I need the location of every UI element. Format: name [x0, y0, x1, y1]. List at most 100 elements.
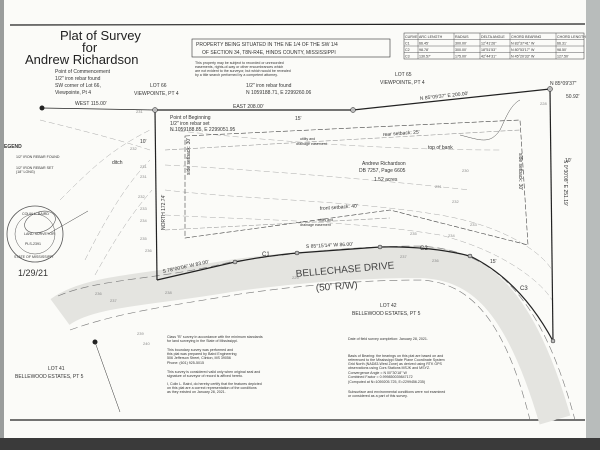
curve-table-cell: C2	[405, 48, 410, 52]
ditch-label: ditch	[112, 160, 123, 166]
road-edge-south	[69, 279, 531, 421]
rebar-found-icon	[547, 86, 553, 92]
contour-label: 236	[145, 248, 152, 253]
contour-label: 234	[140, 218, 147, 223]
east-bearing: EAST 208.00'	[233, 104, 264, 110]
curve-c3-label: C3	[520, 286, 528, 292]
monuments	[39, 86, 556, 413]
rear-setback-label: rear setback: 25'	[383, 129, 420, 138]
side-setback-east-label: side setback: 30'	[517, 153, 523, 190]
svg-text:BELLEWOOD ESTATES, PT 5: BELLEWOOD ESTATES, PT 5	[15, 374, 84, 380]
curve-table-cell: C1	[405, 42, 410, 46]
contour-lines	[39, 119, 553, 301]
svg-text:N 1059188.71, E 2299260.06: N 1059188.71, E 2299260.06	[246, 90, 312, 96]
curve-table-header: CHORD BEARING	[511, 35, 542, 39]
note-line: this plat was prepared by Baird Engineer…	[167, 352, 237, 356]
contour-label: 239	[137, 331, 144, 336]
svg-text:1/2" iron rebar set: 1/2" iron rebar set	[170, 121, 210, 127]
contour-label: 236	[432, 258, 439, 263]
rebar-set-icon	[152, 107, 158, 113]
svg-text:LOT 42: LOT 42	[380, 303, 397, 309]
curve-table-cell: 12°41'26"	[481, 42, 497, 46]
dim-10-west: 10'	[140, 139, 147, 145]
contour-label: 229	[292, 275, 299, 280]
svg-text:1/2" IRON REBAR FOUND: 1/2" IRON REBAR FOUND	[16, 155, 60, 159]
contour-label: 231	[435, 184, 442, 189]
svg-text:by a title search performed by: by a title search performed by a compete…	[195, 73, 278, 77]
dim-10-east: 10'	[565, 158, 572, 164]
curve-table-cell: 300.00'	[455, 42, 467, 46]
svg-text:VIEWPOINTE, PT 4: VIEWPOINTE, PT 4	[134, 91, 179, 97]
situation-line2: OF SECTION 34, T8N-R4E, HINDS COUNTY, MI…	[202, 50, 336, 56]
contour-label: 231	[136, 109, 143, 114]
commencement-label: Point of Commencement 1/2" iron rebar fo…	[55, 69, 111, 96]
note-line: as they existed on January 28, 2021.	[167, 390, 226, 394]
south-bearing-2: S 85°15'14" W 86.00'	[306, 242, 353, 250]
right-edge	[586, 0, 600, 450]
notes-left: Class "B" survey in accordance with the …	[167, 335, 263, 394]
contour-label: 230	[462, 168, 469, 173]
road-surface	[50, 245, 571, 425]
rebar-found-icon	[350, 107, 356, 113]
property-boundary	[41, 88, 554, 342]
situation-box	[191, 38, 391, 58]
situation-line1: PROPERTY BEING SITUATED IN THE NE 1/4 OF…	[196, 42, 338, 48]
legend: EGEND 1/2" IRON REBAR FOUND 1/2" IRON RE…	[4, 144, 60, 174]
top-of-bank-label: top of bank	[428, 145, 453, 151]
svg-text:Andrew Richardson: Andrew Richardson	[362, 161, 406, 167]
dim-15: 15'	[295, 116, 302, 122]
paper-sheet	[4, 0, 586, 440]
seal-state: STATE OF MISSISSIPPI	[14, 255, 53, 259]
note-line: Class "B" survey in accordance with the …	[167, 335, 263, 339]
svg-text:EGEND: EGEND	[4, 144, 22, 150]
seal-number: PLS-2391	[25, 242, 41, 246]
contour-label: 233	[470, 222, 477, 227]
curve-table-cell: N 80°53'17" W	[511, 48, 535, 52]
curve-table-cell: 300.00'	[455, 48, 467, 52]
svg-text:1/2" iron rebar found: 1/2" iron rebar found	[55, 76, 101, 82]
svg-text:(18" LONG): (18" LONG)	[16, 170, 35, 174]
note-line: (Computed at N=1059205.725, E=2299456.23…	[348, 380, 425, 384]
note-line: observations using Cors Stations MSJK an…	[348, 366, 430, 370]
utility-easement-south: utility and drainage easement	[300, 218, 333, 227]
rebar-set-icon	[467, 253, 473, 259]
svg-text:Point of Beginning: Point of Beginning	[170, 115, 211, 121]
curve-table-cell: 130.57'	[419, 55, 431, 59]
svg-text:utility and: utility and	[300, 137, 315, 141]
svg-text:VIEWPOINTE, PT 4: VIEWPOINTE, PT 4	[380, 80, 425, 86]
lot-42-label: LOT 42 BELLEWOOD ESTATES, PT 5	[352, 303, 421, 317]
svg-text:1/2" iron rebar found: 1/2" iron rebar found	[246, 83, 292, 89]
note-line: signature of surveyor of record is affix…	[167, 374, 243, 378]
road-row: (50' R/W)	[315, 280, 358, 294]
svg-text:are not evident to the surveyo: are not evident to the surveyor, but whi…	[195, 69, 291, 73]
contour-label: 231	[140, 164, 147, 169]
svg-text:LOT 65: LOT 65	[395, 72, 412, 78]
rebar-set-icon	[294, 250, 300, 256]
bottom-edge	[0, 438, 600, 450]
curve-table-cell: 18°51'53"	[481, 48, 497, 52]
note-line: This boundary survey was performed and	[167, 348, 233, 352]
note-line: Combined Factor = 0.999850039847172	[348, 375, 413, 379]
note-line: referenced to the Mississippi State Plan…	[348, 358, 445, 362]
notes-right: Date of field survey completion: January…	[348, 337, 445, 398]
svg-text:easements, rights-of-way or ot: easements, rights-of-way or other encumb…	[195, 65, 283, 69]
note-line: I, Colin L. Baird, do hereby certify tha…	[167, 382, 262, 386]
contour-label: 235	[140, 236, 147, 241]
seal-date: 1/29/21	[18, 268, 48, 278]
surveyor-seal: COLIN L. BAIRD LAND SURVEYOR PLS-2391 ST…	[6, 205, 89, 278]
title-line1: Plat of Survey	[60, 28, 141, 43]
top-of-bank-line	[459, 99, 521, 141]
note-line: Phone: (601) 925-5015	[167, 361, 204, 365]
svg-text:Point of Commencement: Point of Commencement	[55, 69, 111, 75]
ne-corner-bearing: N 85°09'37"	[550, 81, 577, 87]
svg-text:N 1059188.85, E 2299051.95: N 1059188.85, E 2299051.95	[170, 127, 236, 133]
west-bearing-line: NORTH 172.74'	[161, 195, 167, 230]
contour-label: 236	[95, 291, 102, 296]
lot-66-label: LOT 66 VIEWPOINTE, PT 4	[134, 83, 179, 97]
curve-table-header: RADIUS	[455, 35, 469, 39]
contour-labels: 2312322312312322332342352362302312322332…	[95, 101, 547, 346]
utility-easement-north: utility and drainage easement	[296, 137, 327, 146]
svg-text:LOT 66: LOT 66	[150, 83, 167, 89]
